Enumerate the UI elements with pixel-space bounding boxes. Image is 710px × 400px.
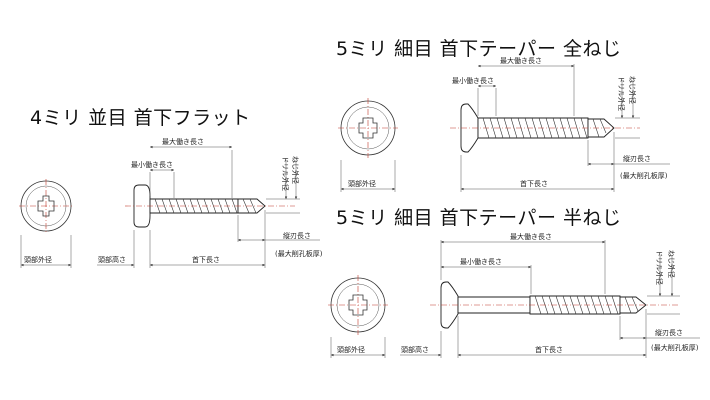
label-thread-dia-a: ねじ外径 (291, 156, 300, 184)
label-length-c: 首下長さ (535, 345, 563, 354)
title-5mm-taper-full-thread: 5ミリ 細目 首下テーパー 全ねじ (336, 38, 622, 60)
label-min-grip-a: 最小働き長さ (131, 160, 173, 169)
label-max-plate-a: (最大削孔板厚) (275, 249, 323, 258)
head-top-view-b (338, 98, 398, 192)
label-drill-dia-b: ドリル外径 (617, 76, 626, 111)
label-length-a: 首下長さ (192, 255, 220, 264)
label-max-grip-a: 最大働き長さ (162, 137, 204, 146)
screw-side-view-b (450, 64, 670, 192)
label-head-dia-c: 頭部外径 (337, 345, 365, 354)
label-head-dia-b: 頭部外径 (348, 179, 376, 188)
label-max-grip-c: 最大働き長さ (510, 232, 552, 241)
label-max-plate-c: (最大削孔板厚) (651, 343, 699, 352)
diagram-4mm-flat: 頭部外径 最大働き長さ (19, 137, 323, 268)
label-max-plate-b: (最大削孔板厚) (620, 171, 668, 180)
screw-side-view-a (97, 145, 320, 268)
title-4mm-flat: 4ミリ 並目 首下フラット (30, 107, 251, 129)
label-cutting-len-b: 縦刃長さ (623, 154, 651, 163)
screw-side-view-c (400, 240, 700, 358)
title-5mm-taper-half-thread: 5ミリ 細目 首下テーパー 半ねじ (336, 207, 622, 229)
head-top-view-c (328, 275, 388, 358)
label-min-grip-c: 最小働き長さ (460, 257, 502, 266)
diagram-5mm-full-thread: 頭部外径 最大働き長さ 最小働き長さ 首下長さ 縦刃 (338, 56, 670, 192)
head-top-view-a (19, 179, 73, 268)
label-thread-dia-b: ねじ外径 (628, 76, 637, 104)
label-min-grip-b: 最小働き長さ (452, 76, 494, 85)
diagram-5mm-half-thread: 頭部外径 最大働き長さ 最 (328, 232, 700, 358)
label-head-height-c: 頭部高さ (401, 345, 429, 354)
label-drill-dia-a: ドリル外径 (281, 156, 290, 191)
label-cutting-len-c: 縦刃長さ (655, 328, 683, 337)
label-cutting-len-a: 縦刃長さ (283, 231, 311, 240)
label-length-b: 首下長さ (520, 179, 548, 188)
label-drill-dia-c: ドリル外径 (655, 250, 664, 285)
label-head-height-a: 頭部高さ (98, 255, 126, 264)
label-thread-dia-c: ねじ外径 (667, 250, 676, 278)
label-head-dia-a: 頭部外径 (24, 255, 52, 264)
label-max-grip-b: 最大働き長さ (500, 56, 542, 65)
